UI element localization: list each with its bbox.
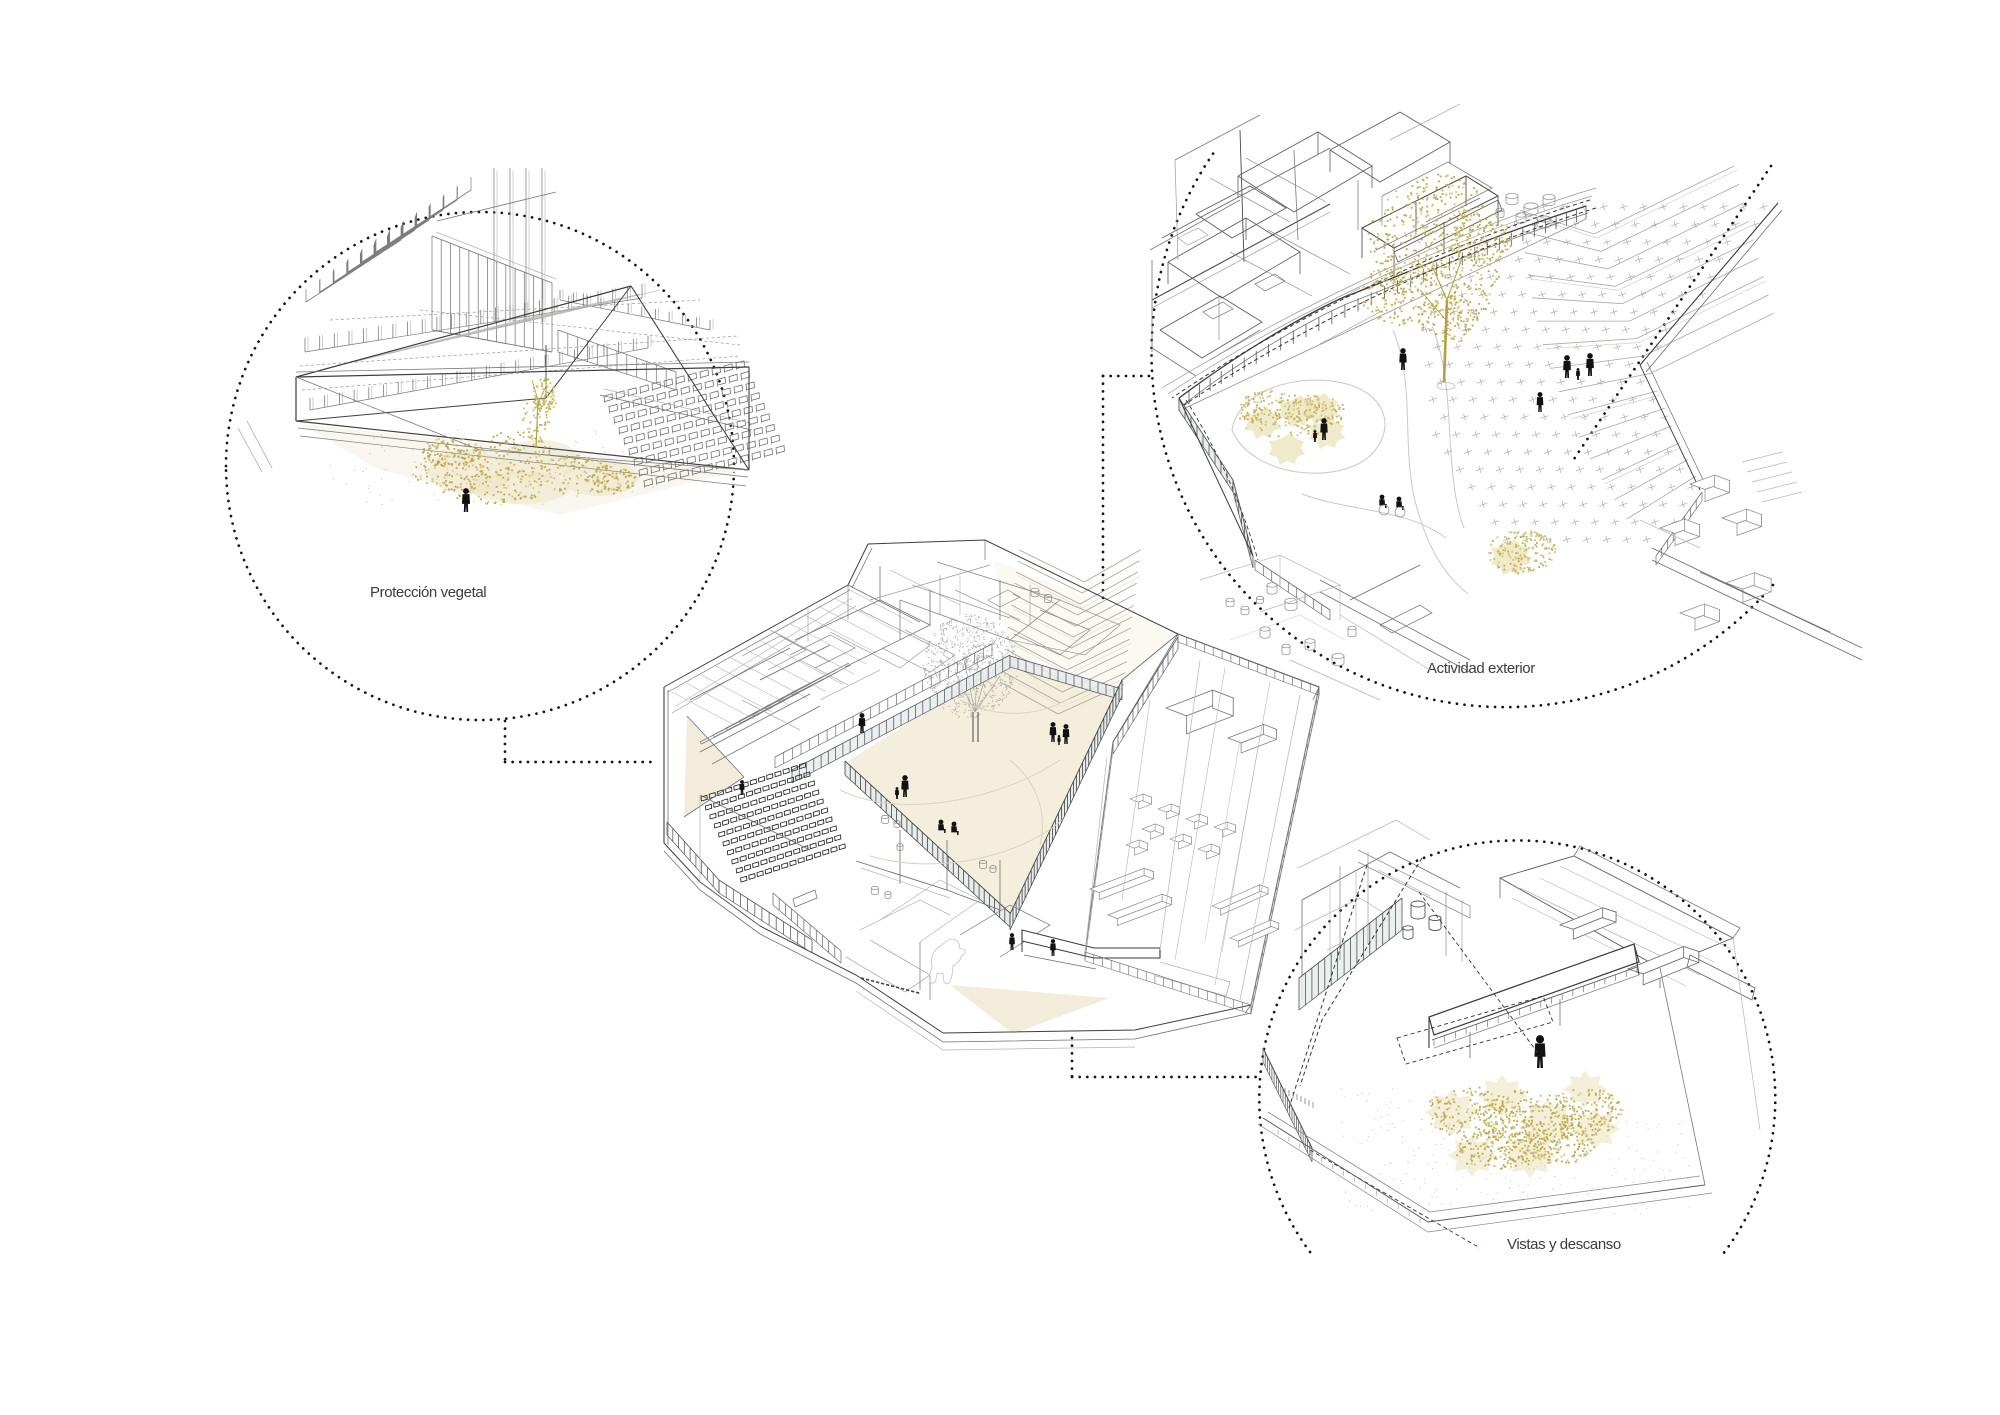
svg-text:Vistas y descanso: Vistas y descanso	[1507, 1236, 1621, 1253]
svg-text:Protección vegetal: Protección vegetal	[370, 584, 486, 601]
svg-text:Actividad exterior: Actividad exterior	[1427, 660, 1535, 677]
